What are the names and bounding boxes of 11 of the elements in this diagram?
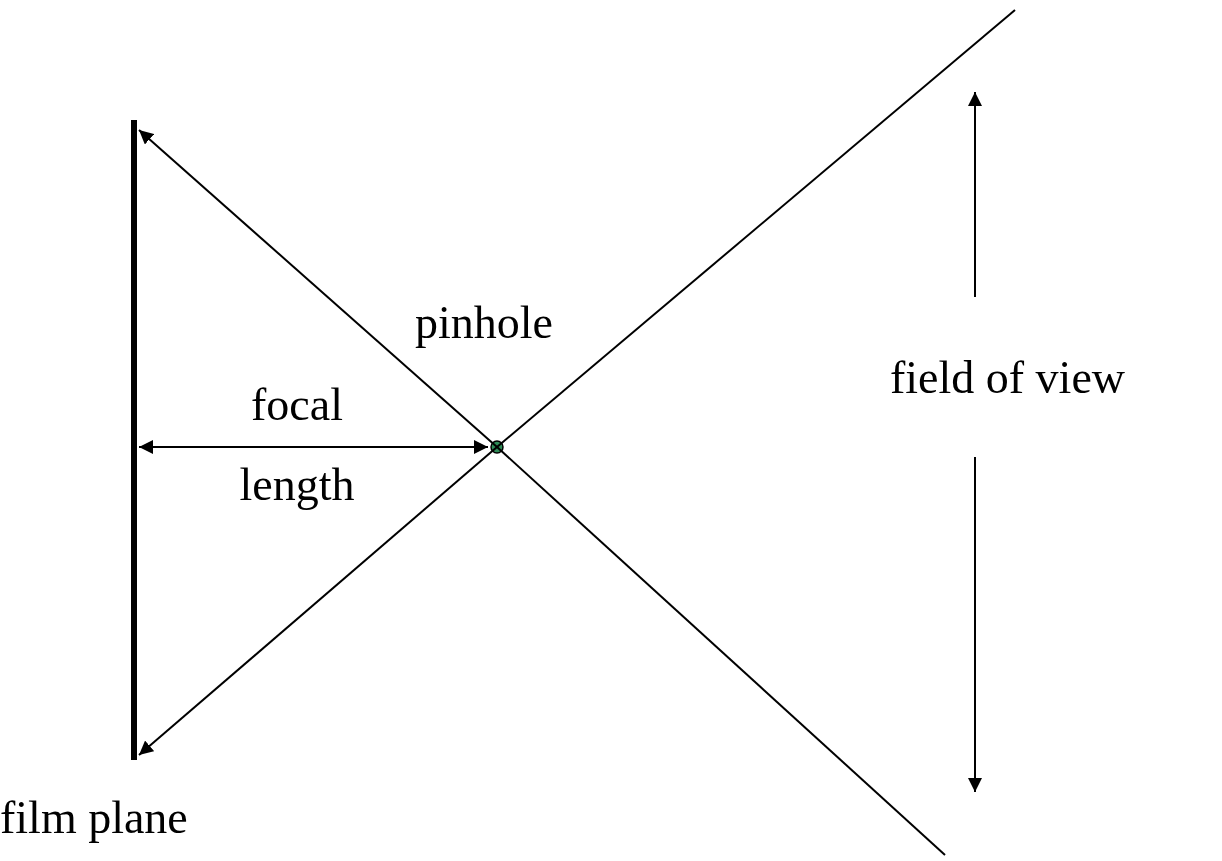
pinhole-dot bbox=[490, 440, 504, 454]
light-ray-arrow bbox=[138, 129, 498, 448]
double-arrow bbox=[138, 440, 489, 454]
edge-label: focal length bbox=[238, 378, 356, 512]
light-ray-arrow bbox=[138, 446, 498, 756]
light-ray-line bbox=[496, 9, 1016, 448]
light-ray-line bbox=[496, 446, 946, 856]
film-plane-bar bbox=[131, 120, 137, 760]
pinhole-label: pinhole bbox=[415, 300, 553, 346]
field-of-view-label: field of view bbox=[890, 355, 1127, 401]
film-plane-label: film plane bbox=[0, 795, 188, 841]
